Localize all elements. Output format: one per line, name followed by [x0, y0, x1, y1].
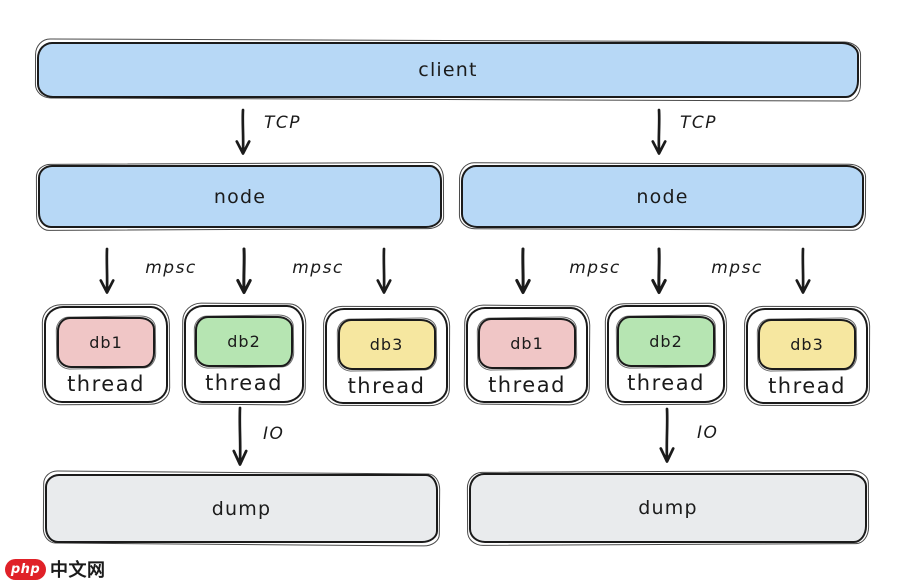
thread-label: thread: [768, 374, 846, 398]
dump-box-right: dump: [469, 473, 867, 543]
db-box: db1: [57, 317, 155, 368]
mpsc-label: mpsc: [145, 258, 197, 278]
tcp-label: TCP: [264, 113, 302, 133]
db-label: db3: [369, 335, 404, 354]
watermark-site-text: 中文网: [50, 560, 106, 581]
db-label: db2: [227, 332, 261, 351]
io-arrow-icon: [659, 407, 675, 463]
db-box: db1: [478, 318, 576, 369]
db-label: db3: [790, 335, 824, 354]
tcp-arrow-icon: [651, 108, 667, 155]
thread-box: db2 thread: [184, 305, 304, 403]
thread-box: db2 thread: [607, 305, 725, 403]
db-box: db3: [337, 319, 436, 370]
thread-label: thread: [627, 371, 705, 395]
node-box-left: node: [38, 165, 442, 228]
thread-box: db1 thread: [466, 307, 588, 403]
thread-box: db1 thread: [44, 306, 168, 403]
io-label: IO: [697, 423, 719, 443]
mpsc-label: mpsc: [711, 258, 763, 278]
mpsc-arrow-icon: [795, 247, 811, 294]
node-label: node: [213, 185, 267, 208]
tcp-label: TCP: [680, 113, 718, 133]
thread-label: thread: [488, 373, 566, 397]
node-label: node: [636, 185, 689, 208]
db-label: db1: [510, 334, 544, 353]
client-label: client: [418, 59, 478, 81]
mpsc-arrow-icon: [651, 247, 667, 294]
thread-box: db3 thread: [746, 308, 868, 404]
db-box: db2: [617, 316, 715, 367]
mpsc-arrow-icon: [515, 247, 531, 294]
thread-label: thread: [347, 374, 426, 398]
dump-box-left: dump: [45, 474, 438, 543]
io-arrow-icon: [232, 406, 248, 466]
watermark: php 中文网: [5, 556, 106, 582]
db-box: db2: [195, 316, 293, 367]
dump-label: dump: [638, 497, 698, 519]
io-label: IO: [263, 424, 285, 444]
thread-box: db3 thread: [325, 308, 448, 404]
db-label: db1: [89, 333, 123, 352]
db-box: db3: [758, 319, 856, 370]
client-box: client: [37, 42, 859, 98]
dump-label: dump: [211, 497, 272, 520]
mpsc-label: mpsc: [292, 258, 344, 278]
mpsc-arrow-icon: [99, 247, 115, 294]
tcp-arrow-icon: [235, 108, 251, 155]
node-box-right: node: [461, 165, 864, 228]
mpsc-arrow-icon: [236, 247, 252, 294]
db-label: db2: [649, 332, 683, 351]
mpsc-arrow-icon: [376, 247, 392, 294]
php-logo-icon: php: [5, 558, 46, 580]
thread-label: thread: [205, 371, 283, 395]
mpsc-label: mpsc: [569, 258, 621, 278]
thread-label: thread: [67, 372, 145, 396]
